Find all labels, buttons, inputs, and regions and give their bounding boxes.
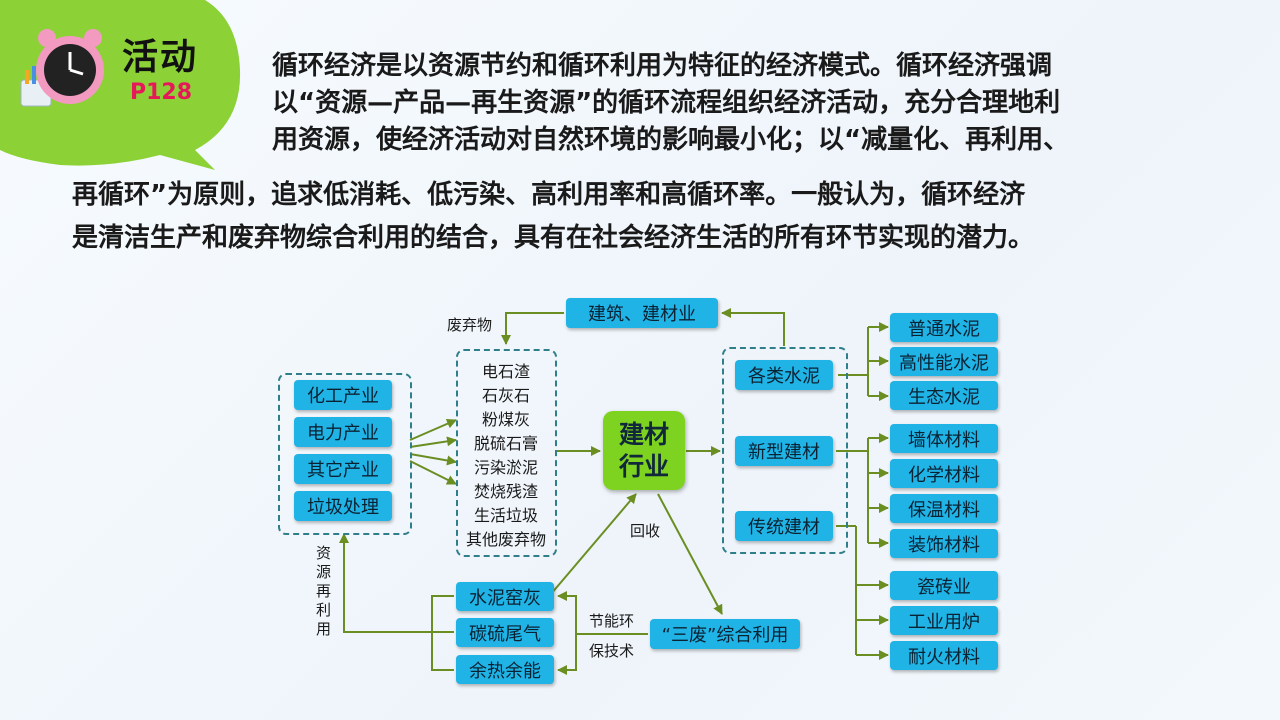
waste-item: 其他废弃物 [465,530,546,549]
industry-other: 其它产业 [294,454,392,484]
product-traditional: 传统建材 [735,511,833,541]
reuse-char: 利 [316,601,332,619]
construction-box: 建筑、建材业 [566,298,718,328]
traditional-tile: 瓷砖业 [890,571,998,600]
cement-ecological: 生态水泥 [890,381,998,410]
product-cement: 各类水泥 [735,360,833,390]
product-new-materials: 新型建材 [735,436,833,466]
waste-item: 石灰石 [481,386,530,405]
waste-item: 焚烧残渣 [473,482,538,501]
paragraph-line-3: 用资源，使经济活动对自然环境的影响最小化；以“减量化、再利用、 [272,125,1070,155]
reuse-char: 资 [316,544,332,562]
material-insulation: 保温材料 [890,494,998,523]
cement-high-performance: 高性能水泥 [890,347,998,376]
paragraph-line-4: 再循环”为原则，追求低消耗、低污染、高利用率和高循环率。一般认为，循环经济 [72,180,1026,210]
badge-title: 活动 [122,37,199,78]
traditional-refractory: 耐火材料 [890,641,998,670]
center-line-1: 建材 [618,419,669,449]
tech-label-line-2: 保技术 [589,642,635,660]
byproduct-waste-heat: 余热余能 [456,655,554,684]
waste-item: 污染淤泥 [473,458,538,477]
cement-ordinary: 普通水泥 [890,313,998,342]
products-group [722,347,848,554]
badge-page-number: P128 [130,80,193,105]
alarm-clock-icon [20,29,104,107]
paragraph-line-2: 以“资源—产品—再生资源”的循环流程组织经济活动，充分合理地利 [272,88,1061,118]
traditional-furnace: 工业用炉 [890,606,998,635]
byproduct-kiln-dust: 水泥窑灰 [456,582,554,611]
activity-badge: 活动 P128 [0,0,250,175]
tech-label-line-1: 节能环 [589,612,635,630]
paragraph-line-5: 是清洁生产和废弃物综合利用的结合，具有在社会经济生活的所有环节实现的潜力。 [72,223,1035,253]
material-wall: 墙体材料 [890,424,998,453]
center-line-2: 行业 [618,451,669,481]
industry-waste-treatment: 垃圾处理 [294,491,392,521]
waste-item: 电石渣 [481,362,530,381]
waste-item: 生活垃圾 [473,506,538,525]
recycle-label: 回收 [630,522,661,540]
reuse-char: 用 [316,620,332,638]
reuse-char: 再 [316,582,332,600]
paragraph-line-1: 循环经济是以资源节约和循环利用为特征的经济模式。循环经济强调 [272,51,1053,81]
material-chemical: 化学材料 [890,459,998,488]
waste-item: 粉煤灰 [481,410,530,429]
waste-item: 脱硫石膏 [473,434,538,453]
waste-title: 废弃物 [447,316,493,334]
byproduct-tail-gas: 碳硫尾气 [456,618,554,647]
reuse-char: 源 [316,563,332,581]
industries-group [278,373,412,535]
waste-group [456,349,557,557]
industry-chemical: 化工产业 [294,380,392,410]
industry-power: 电力产业 [294,417,392,447]
material-decoration: 装饰材料 [890,529,998,558]
three-waste-box: “三废”综合利用 [650,619,800,649]
building-materials-industry: 建材 行业 [603,411,685,490]
